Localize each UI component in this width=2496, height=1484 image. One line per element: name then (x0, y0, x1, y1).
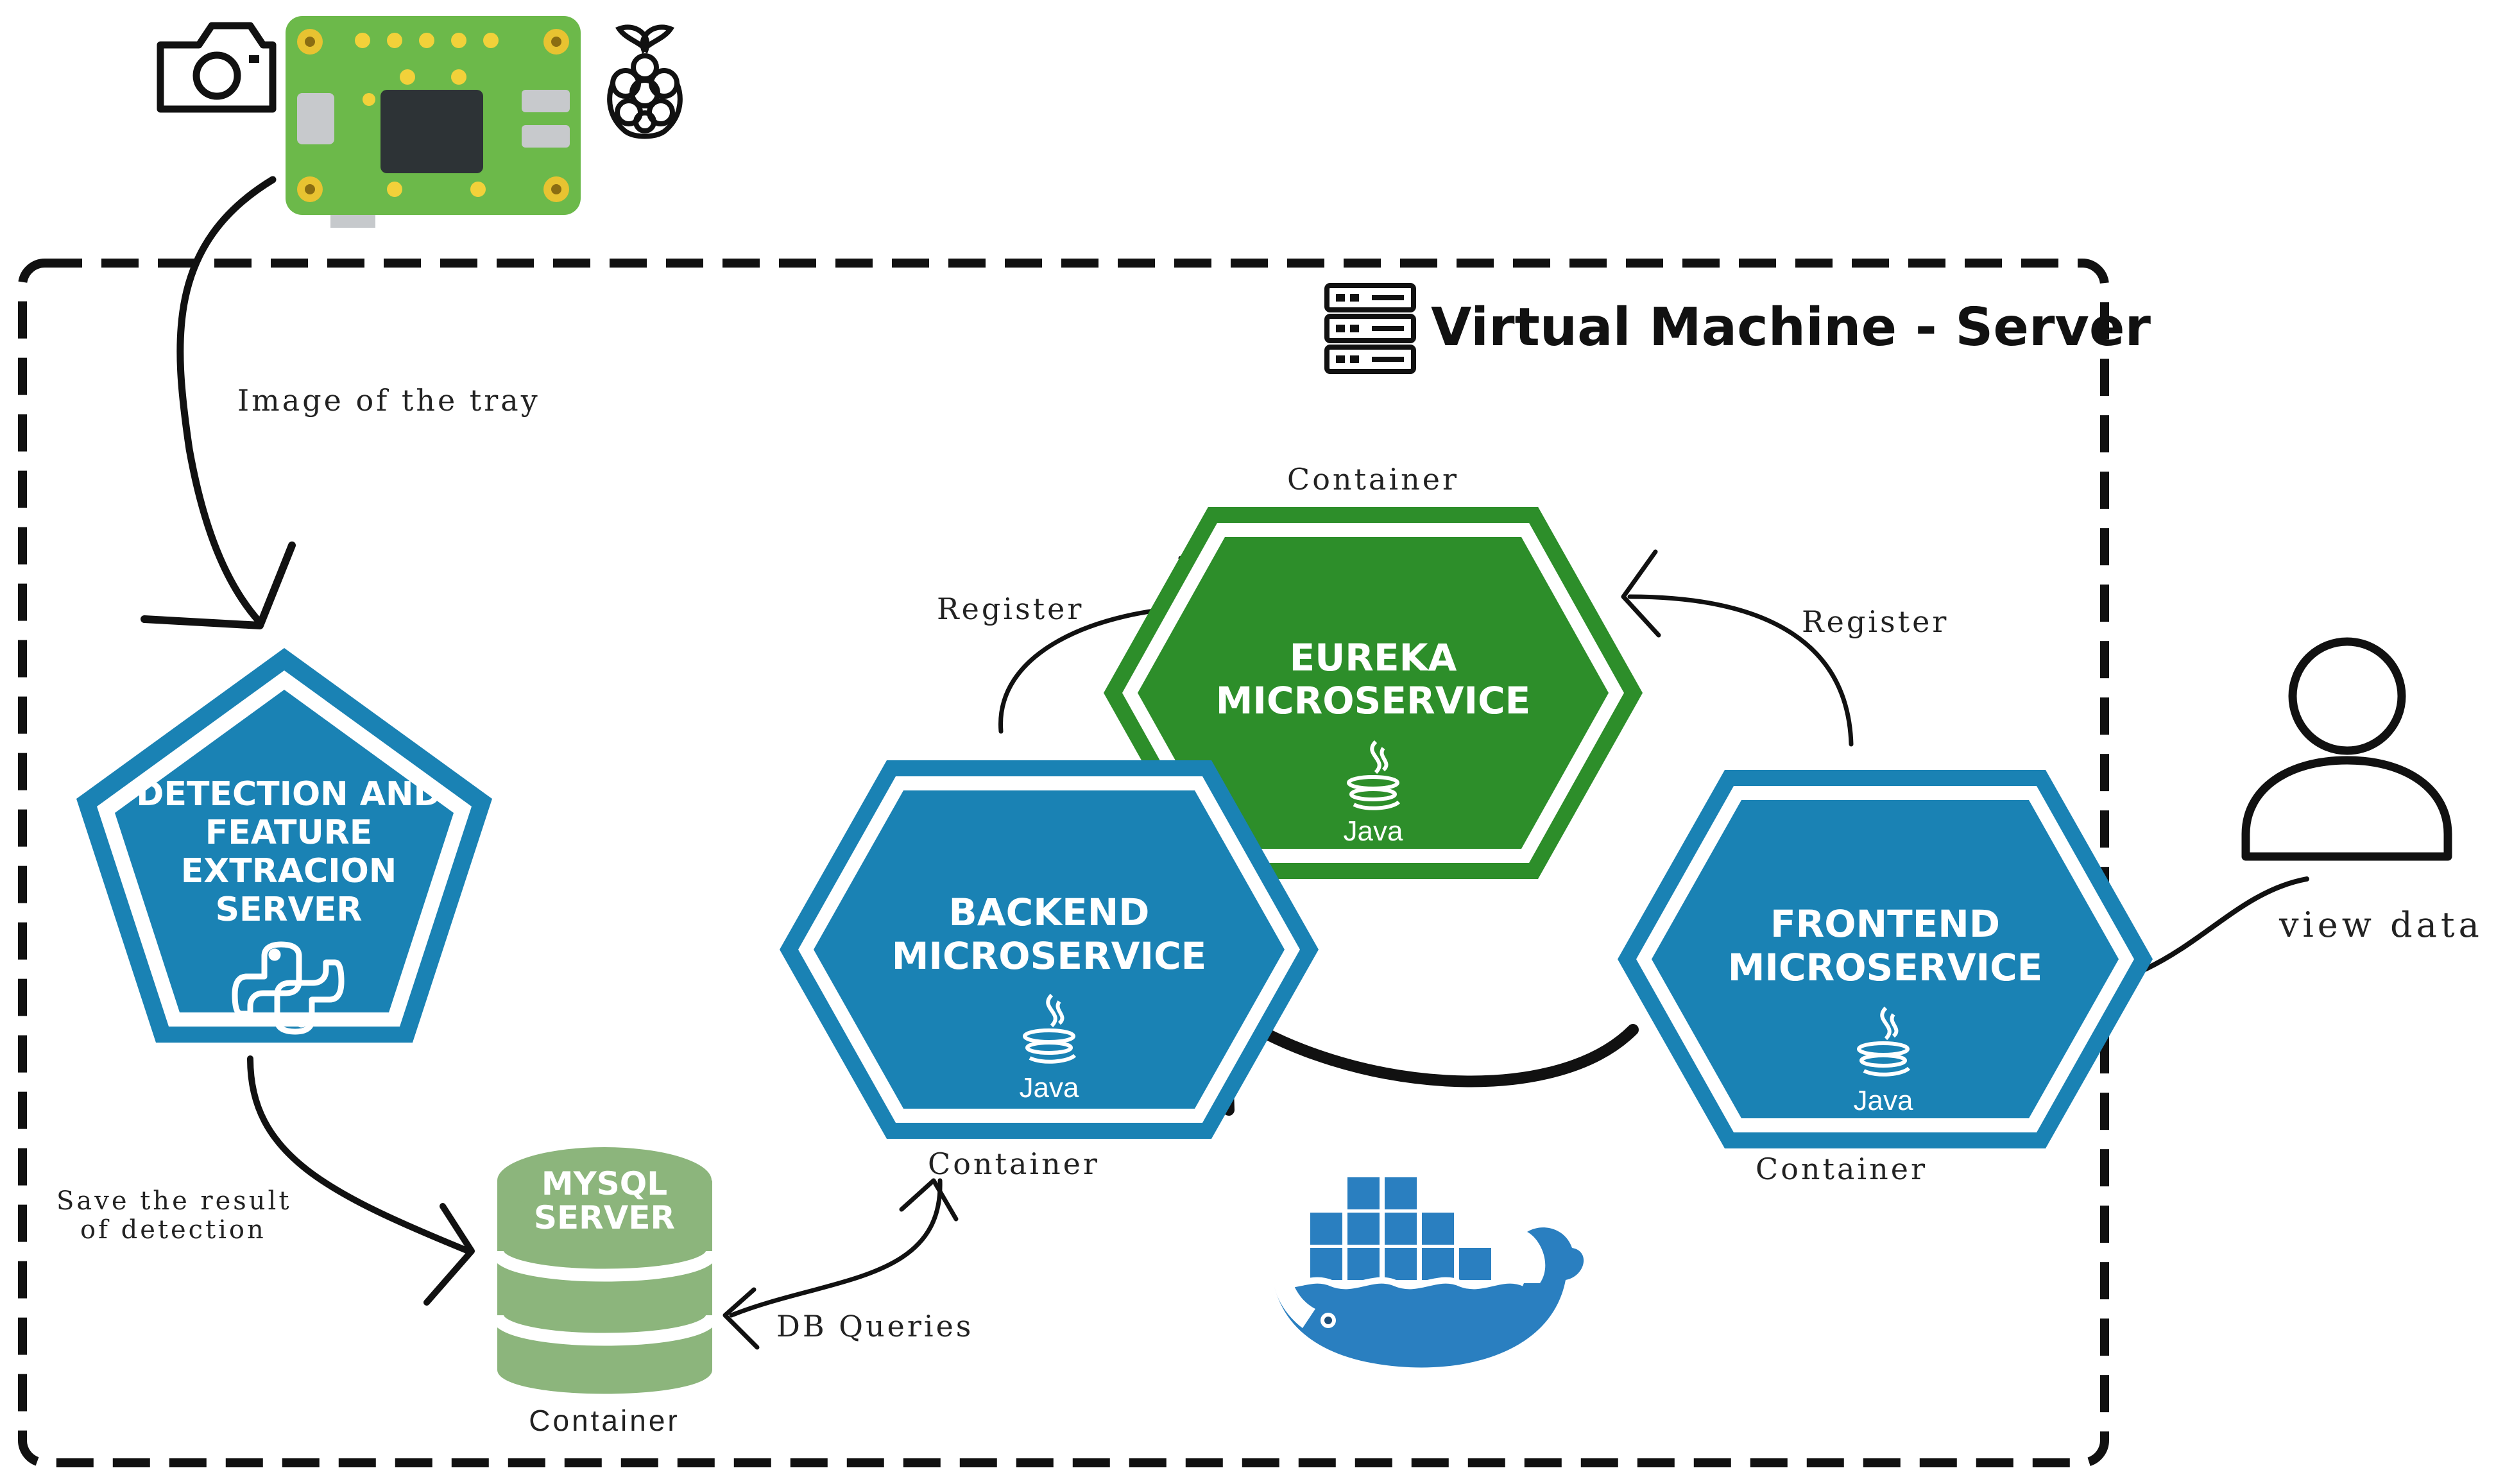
java-icon (1857, 1006, 1911, 1077)
eureka-microservice-node: EUREKA MICROSERVICE Java Container (1104, 462, 1643, 879)
arrow-detection-to-mysql (247, 1055, 472, 1254)
java-icon (1347, 740, 1401, 810)
label-save-result-2: of detection (80, 1215, 266, 1245)
camera-icon (157, 22, 277, 113)
mysql-container-label: Container (529, 1404, 680, 1437)
frontend-java-label: Java (1854, 1085, 1913, 1116)
detection-server-node: DETECTION AND FEATURE EXTRACION SERVER (76, 648, 492, 1043)
java-icon (1023, 993, 1077, 1064)
server-rack-icon (1324, 283, 1416, 374)
label-db-queries: DB Queries (776, 1309, 973, 1343)
mysql-server-node: MYSQL SERVER Container (491, 1147, 719, 1437)
arrowhead-detection-to-mysql (423, 1203, 475, 1306)
arrowhead-frontend-register (1621, 549, 1661, 638)
frontend-line-2: MICROSERVICE (1728, 946, 2043, 989)
label-register-left: Register (937, 592, 1084, 626)
frontend-container-label: Container (1756, 1152, 1928, 1186)
eureka-line-1: EUREKA (1290, 636, 1457, 679)
docker-whale-icon (1265, 1177, 1584, 1368)
label-register-right: Register (1802, 604, 1949, 639)
backend-line-2: MICROSERVICE (892, 934, 1207, 978)
detection-line-4: SERVER (216, 891, 363, 929)
python-icon (232, 941, 345, 1035)
arrow-db-queries (729, 1178, 943, 1318)
arrow-frontend-to-backend (1226, 1008, 1639, 1087)
backend-java-label: Java (1020, 1072, 1079, 1104)
mysql-line-2: SERVER (534, 1199, 675, 1236)
label-image-of-tray: Image of the tray (237, 383, 540, 418)
user-icon (2241, 637, 2452, 861)
label-save-result-1: Save the result (56, 1186, 291, 1216)
raspberry-pi-board-icon (286, 16, 581, 228)
arrowhead-image-to-detection (141, 542, 296, 629)
raspberry-pi-logo-icon (607, 24, 683, 139)
eureka-container-label: Container (1287, 462, 1459, 497)
vm-title: Virtual Machine - Server (1431, 297, 2151, 358)
detection-line-3: EXTRACION (181, 852, 397, 891)
arrow-frontend-register (1627, 594, 1854, 747)
label-view-data: view data (2278, 905, 2483, 945)
frontend-line-1: FRONTEND (1770, 902, 2000, 946)
frontend-microservice-node: FRONTEND MICROSERVICE Java Container (1618, 770, 2153, 1186)
detection-line-1: DETECTION AND (136, 775, 441, 814)
detection-line-2: FEATURE (205, 814, 373, 852)
backend-line-1: BACKEND (949, 891, 1150, 934)
eureka-line-2: MICROSERVICE (1216, 679, 1531, 722)
backend-container-label: Container (928, 1147, 1100, 1181)
backend-microservice-node: BACKEND MICROSERVICE Java Container (780, 760, 1319, 1181)
arrowhead-db-queries-mysql (722, 1287, 760, 1350)
arrow-image-to-detection (176, 176, 277, 626)
arrowhead-db-queries-backend (899, 1178, 959, 1222)
mysql-line-1: MYSQL (542, 1165, 667, 1202)
eureka-java-label: Java (1344, 815, 1403, 847)
vm-boundary (18, 259, 2109, 1467)
